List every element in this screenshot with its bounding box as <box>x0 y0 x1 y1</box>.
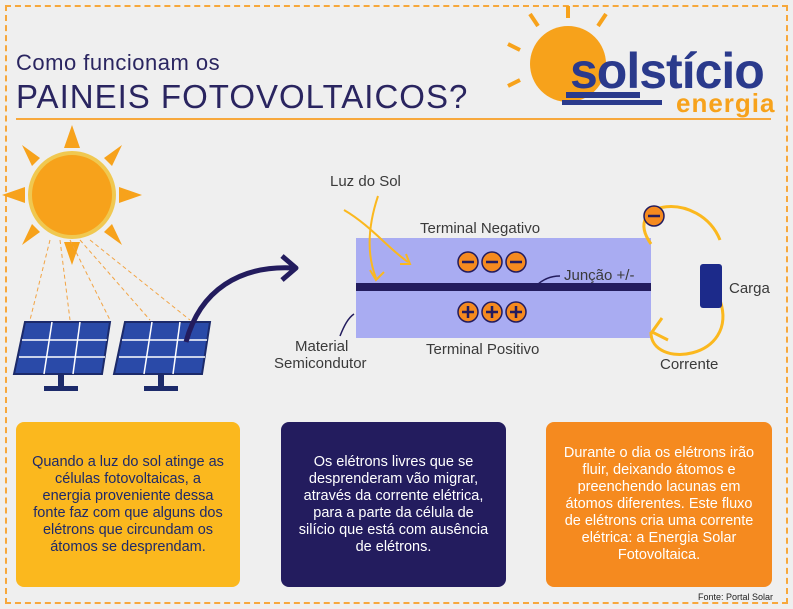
junction-layer <box>356 283 651 291</box>
sunlight-arrows <box>343 195 412 282</box>
light-rays <box>29 239 191 321</box>
page-frame <box>5 5 788 604</box>
title-divider <box>16 118 771 120</box>
current-label: Corrente <box>660 356 719 373</box>
load-label: Carga <box>729 280 770 297</box>
sun-icon <box>2 125 142 265</box>
flow-arrow-icon <box>183 254 299 343</box>
step-text-1: Quando a luz do sol atinge as células fo… <box>32 453 224 555</box>
solar-panel-icon <box>12 321 112 391</box>
positive-terminal-label: Terminal Positivo <box>426 341 540 358</box>
electron-icon <box>643 205 665 227</box>
sunlight-label: Luz do Sol <box>330 173 401 190</box>
material-pointer <box>339 313 355 337</box>
junction-label: Junção +/- <box>564 267 635 284</box>
step-text-2: Os elétrons livres que se desprenderam v… <box>298 453 489 555</box>
source-credit: Fonte: Portal Solar <box>697 592 773 602</box>
negative-terminal-label: Terminal Negativo <box>420 220 541 237</box>
page-title: PAINEIS FOTOVOLTAICOS? <box>16 78 469 115</box>
step-card-1: Quando a luz do sol atinge as células fo… <box>16 422 240 587</box>
negative-charges <box>457 251 527 273</box>
circuit-loop <box>642 205 725 356</box>
junction-pointer <box>535 275 561 287</box>
step-card-3: Durante o dia os elétrons irão fluir, de… <box>546 422 772 587</box>
material-label-line2: Semicondutor <box>274 355 367 372</box>
step-text-3: Durante o dia os elétrons irão fluir, de… <box>563 445 755 563</box>
logo-name: solstício <box>570 43 765 99</box>
positive-charges <box>457 301 527 323</box>
title-small: Como funcionam os <box>16 50 221 75</box>
load-icon <box>700 264 722 308</box>
logo-tagline: energia <box>676 88 776 118</box>
step-card-2: Os elétrons livres que se desprenderam v… <box>281 422 506 587</box>
material-label-line1: Material <box>295 338 349 355</box>
solar-panel-icon <box>112 321 212 391</box>
logo-sun-icon <box>507 6 662 105</box>
